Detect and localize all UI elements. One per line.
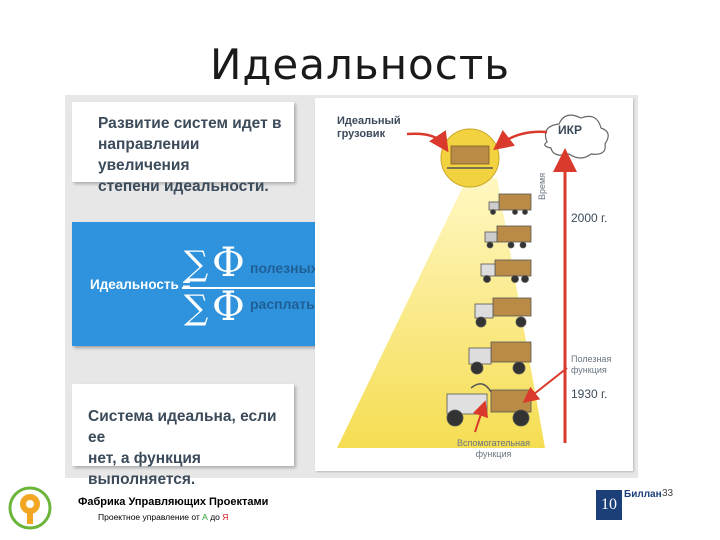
- fraction-line: [182, 287, 322, 289]
- bottom-text-line-2: нет, а функция выполняется.: [88, 450, 201, 488]
- diagram-graphics: [337, 114, 609, 448]
- formula-numerator: полезных: [250, 260, 319, 276]
- top-text-line-2: направлении увеличения: [98, 136, 200, 174]
- brand-logo: 10: [596, 486, 686, 526]
- footer-company: Фабрика Управляющих Проектами: [78, 496, 269, 508]
- phi-symbol-bottom: Φ: [212, 284, 245, 330]
- time-label: Время: [537, 172, 547, 200]
- truck-3: [480, 259, 532, 283]
- truck-2: [484, 225, 532, 249]
- truck-4: [474, 297, 532, 328]
- truck-1: [488, 193, 532, 215]
- formula-label: Идеальность =: [90, 277, 191, 292]
- footer-subtitle: Проектное управление от А до Я: [98, 512, 229, 522]
- sigma-symbol-bottom: ∑: [184, 288, 209, 328]
- year-1930-label: 1930 г.: [571, 387, 608, 401]
- company-logo-icon: [8, 486, 52, 530]
- sigma-symbol-top: ∑: [184, 244, 209, 284]
- brand-number: 10: [596, 490, 622, 520]
- top-text-line-1: Развитие систем идет в: [98, 115, 282, 132]
- phi-symbol-top: Φ: [212, 240, 245, 286]
- useful-function-label: Полезная функция: [571, 354, 612, 375]
- ikr-label: ИКР: [558, 123, 582, 137]
- brand-name: Биллан: [624, 489, 662, 500]
- page-number: 33: [662, 488, 674, 499]
- formula-denominator: расплаты: [250, 296, 319, 312]
- top-text-box: Развитие систем идет в направлении увели…: [72, 102, 294, 195]
- slide-title: Идеальность: [209, 40, 511, 89]
- top-text-line-3: степени идеальности.: [98, 178, 269, 195]
- bottom-text-box: Система идеальна, если ее нет, а функция…: [72, 384, 294, 488]
- ideal-truck-label: Идеальный грузовик: [337, 115, 401, 140]
- year-2000-label: 2000 г.: [571, 211, 608, 225]
- truck-5: [468, 341, 532, 375]
- ideal-cargo: [450, 145, 490, 165]
- formula-box: Идеальность = ∑ Φ полезных ∑ Φ расплаты: [72, 222, 336, 346]
- auxiliary-function-label: Вспомогательная функция: [457, 438, 530, 459]
- truck-evolution-diagram: Идеальный грузовик ИКР Время 2000 г. Пол…: [315, 98, 633, 471]
- bottom-text-line-1: Система идеальна, если ее: [88, 408, 277, 446]
